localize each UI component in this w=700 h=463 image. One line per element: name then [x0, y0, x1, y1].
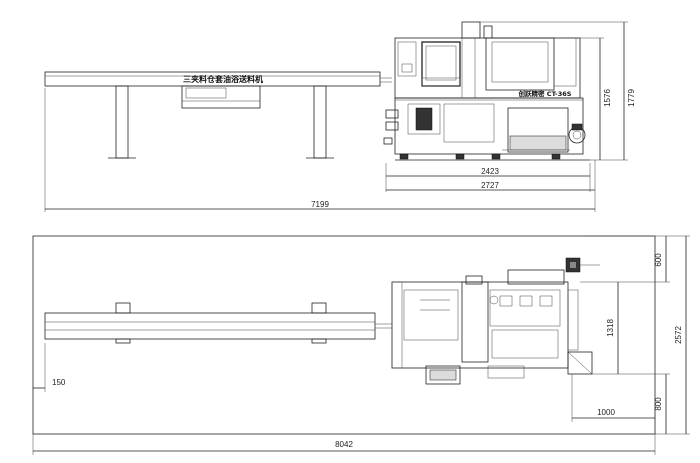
- dim-overall-length-plan: 8042: [335, 440, 353, 449]
- dim-overall-length-elevation: 7199: [311, 200, 329, 209]
- dim-depth-machine: 1318: [606, 319, 615, 337]
- machine-title: 三夹料仓套油浴送料机: [183, 74, 263, 84]
- plan-dims: [32, 235, 690, 455]
- lathe-plan: [391, 257, 600, 385]
- elevation-vertical-dims: [480, 21, 628, 161]
- dim-feeder-offset: 150: [52, 378, 66, 387]
- lathe-elevation: [383, 21, 590, 161]
- floor-area-outline: [32, 235, 656, 435]
- dim-height-cab: 1576: [603, 89, 612, 107]
- dim-clearance-right: 1000: [597, 408, 615, 417]
- dim-width-lathe: 2423: [481, 167, 499, 176]
- elevation-horizontal-dims: [44, 88, 596, 212]
- plan-view: 150 8042 600 1318 2572 800 1000: [32, 235, 690, 455]
- dim-depth-bottom: 800: [654, 397, 663, 411]
- dim-depth-top: 600: [654, 253, 663, 267]
- dim-height-total: 1779: [627, 89, 636, 107]
- side-elevation-view: 三夹料仓套油浴送料机: [44, 21, 636, 212]
- dim-width-total-machine: 2727: [481, 181, 499, 190]
- bar-feeder-plan: [44, 302, 392, 344]
- machine-model: 创跃精密 CT-36S: [518, 89, 572, 98]
- dim-depth-total: 2572: [674, 326, 683, 344]
- bar-feeder-elevation: [44, 71, 392, 159]
